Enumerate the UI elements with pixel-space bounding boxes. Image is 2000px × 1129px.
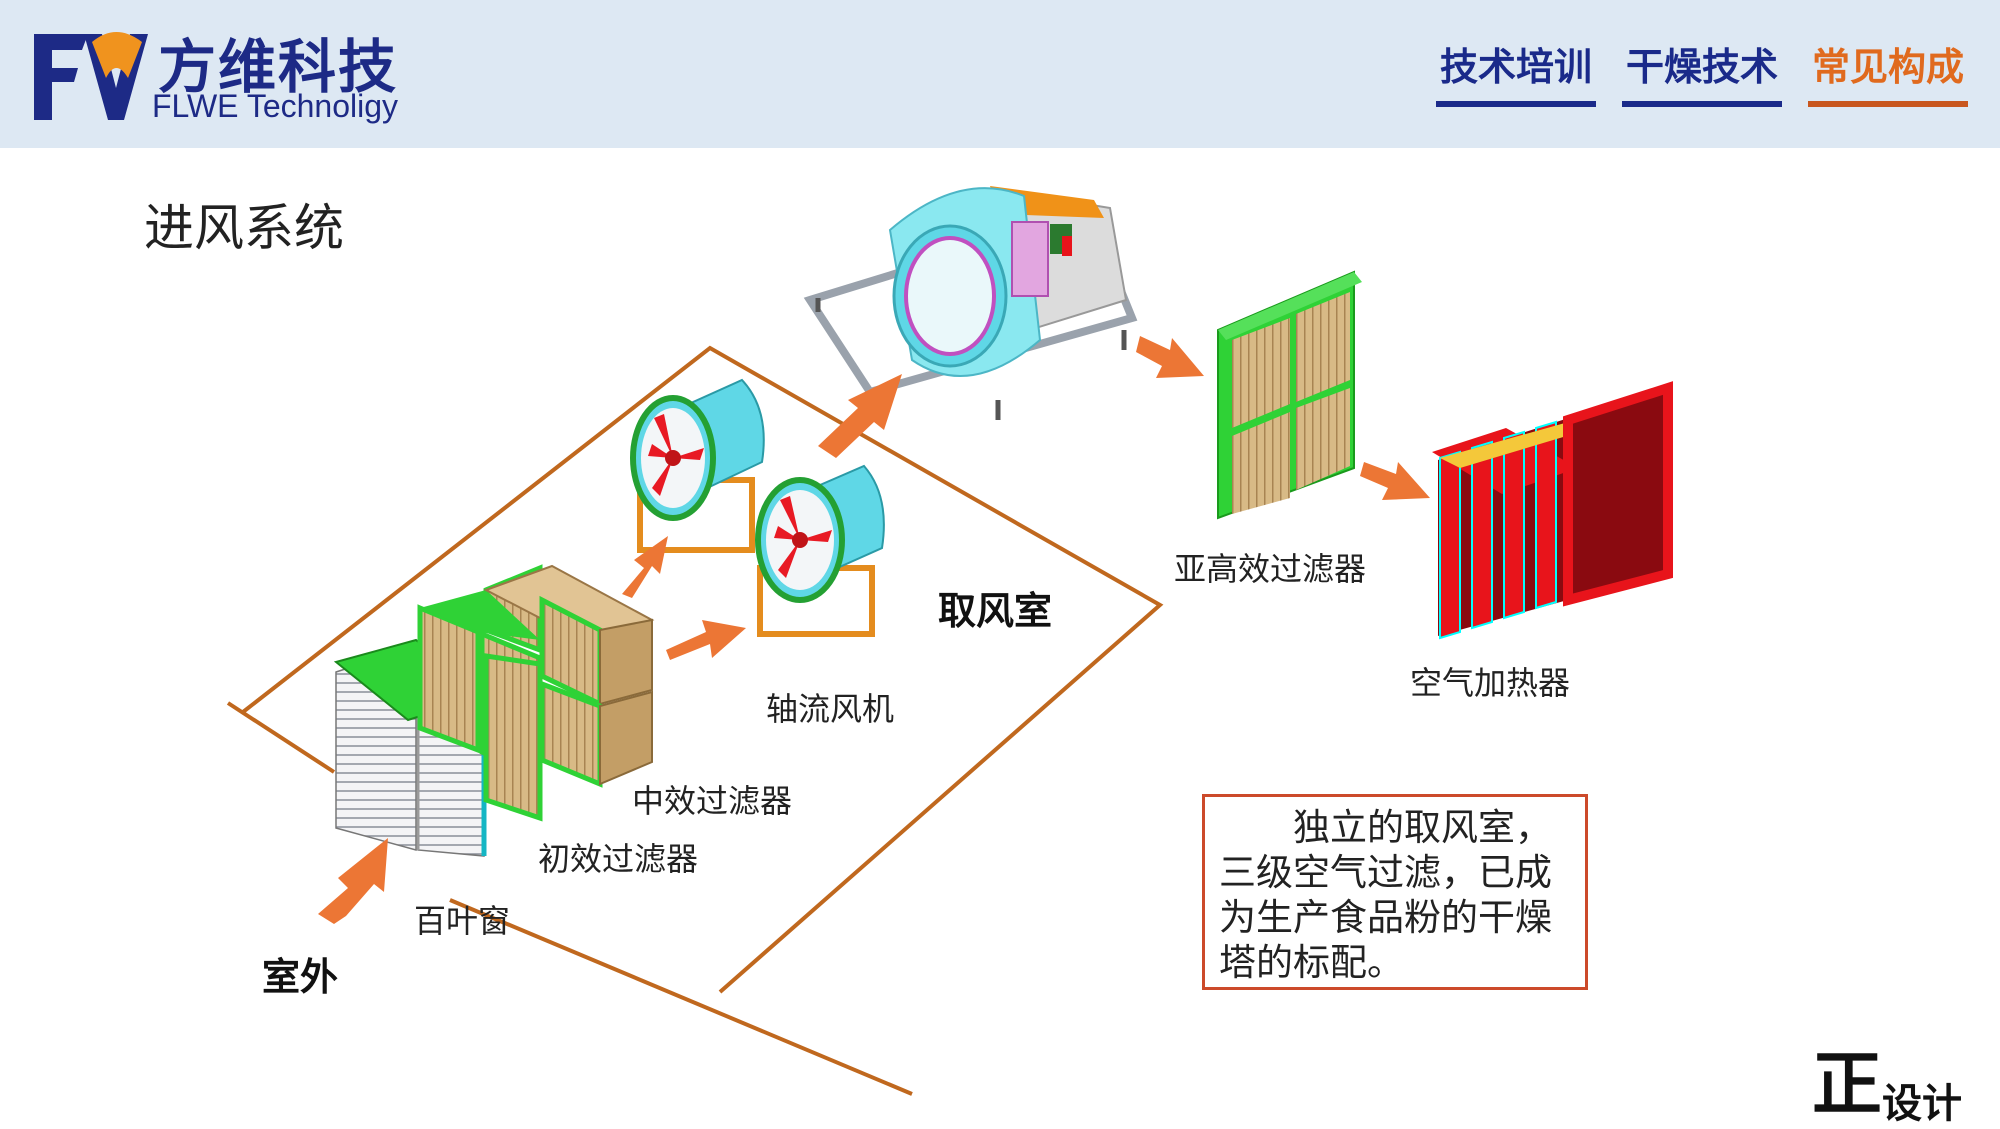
primary-filter-icon <box>417 564 543 822</box>
tab-drying-technology[interactable]: 干燥技术 <box>1621 36 1782 107</box>
label-louver: 百叶窗 <box>414 902 511 940</box>
label-outdoor: 室外 <box>262 955 339 999</box>
brand-name-cn: 方维科技 <box>158 33 399 101</box>
medium-filter-icon <box>483 564 655 788</box>
arrow-to-subhepa-icon <box>1136 336 1204 378</box>
flow-arrows <box>318 336 1430 924</box>
intake-room-outline <box>226 345 1164 1096</box>
label-medium-filter: 中效过滤器 <box>632 782 793 820</box>
tab-technical-training[interactable]: 技术培训 <box>1435 36 1596 107</box>
axial-fan-icon-1 <box>630 378 765 553</box>
label-air-heater: 空气加热器 <box>1410 664 1571 702</box>
section-title: 进风系统 <box>144 199 344 257</box>
note-text: 独立的取风室，三级空气过滤，已成为生产食品粉的干燥塔的标配。 <box>1219 806 1552 984</box>
arrow-to-blower-icon <box>818 374 902 458</box>
arrow-to-heater-icon <box>1360 462 1430 500</box>
brand-name-en: FLWE Technoligy <box>152 88 399 124</box>
note-box: 独立的取风室，三级空气过滤，已成为生产食品粉的干燥塔的标配。 <box>1202 794 1588 990</box>
fv-logo-icon <box>34 32 148 120</box>
axial-fan-icon-2 <box>755 464 885 637</box>
label-sub-hepa-filter: 亚高效过滤器 <box>1174 550 1367 588</box>
footer-logo: 正设计 <box>1812 1028 1962 1129</box>
footer-logo-mark: 正 <box>1812 1043 1882 1125</box>
arrow-to-fan1-icon <box>622 536 668 598</box>
sub-hepa-filter-icon <box>1217 270 1362 520</box>
arrow-into-louver-icon <box>318 838 388 924</box>
tab-common-components[interactable]: 常见构成 <box>1807 36 1968 107</box>
label-intake-room: 取风室 <box>938 589 1053 633</box>
centrifugal-blower-icon <box>803 186 1138 420</box>
air-heater-icon <box>1432 381 1673 640</box>
top-nav: 技术培训 干燥技术 常见构成 <box>1435 36 1968 107</box>
arrow-to-fan2-icon <box>666 620 746 660</box>
label-axial-fan: 轴流风机 <box>766 690 895 728</box>
header-bar: 方维科技 FLWE Technoligy 技术培训 干燥技术 常见构成 <box>0 0 2000 148</box>
footer-logo-text: 设计 <box>1882 1081 1962 1127</box>
label-primary-filter: 初效过滤器 <box>538 840 699 878</box>
